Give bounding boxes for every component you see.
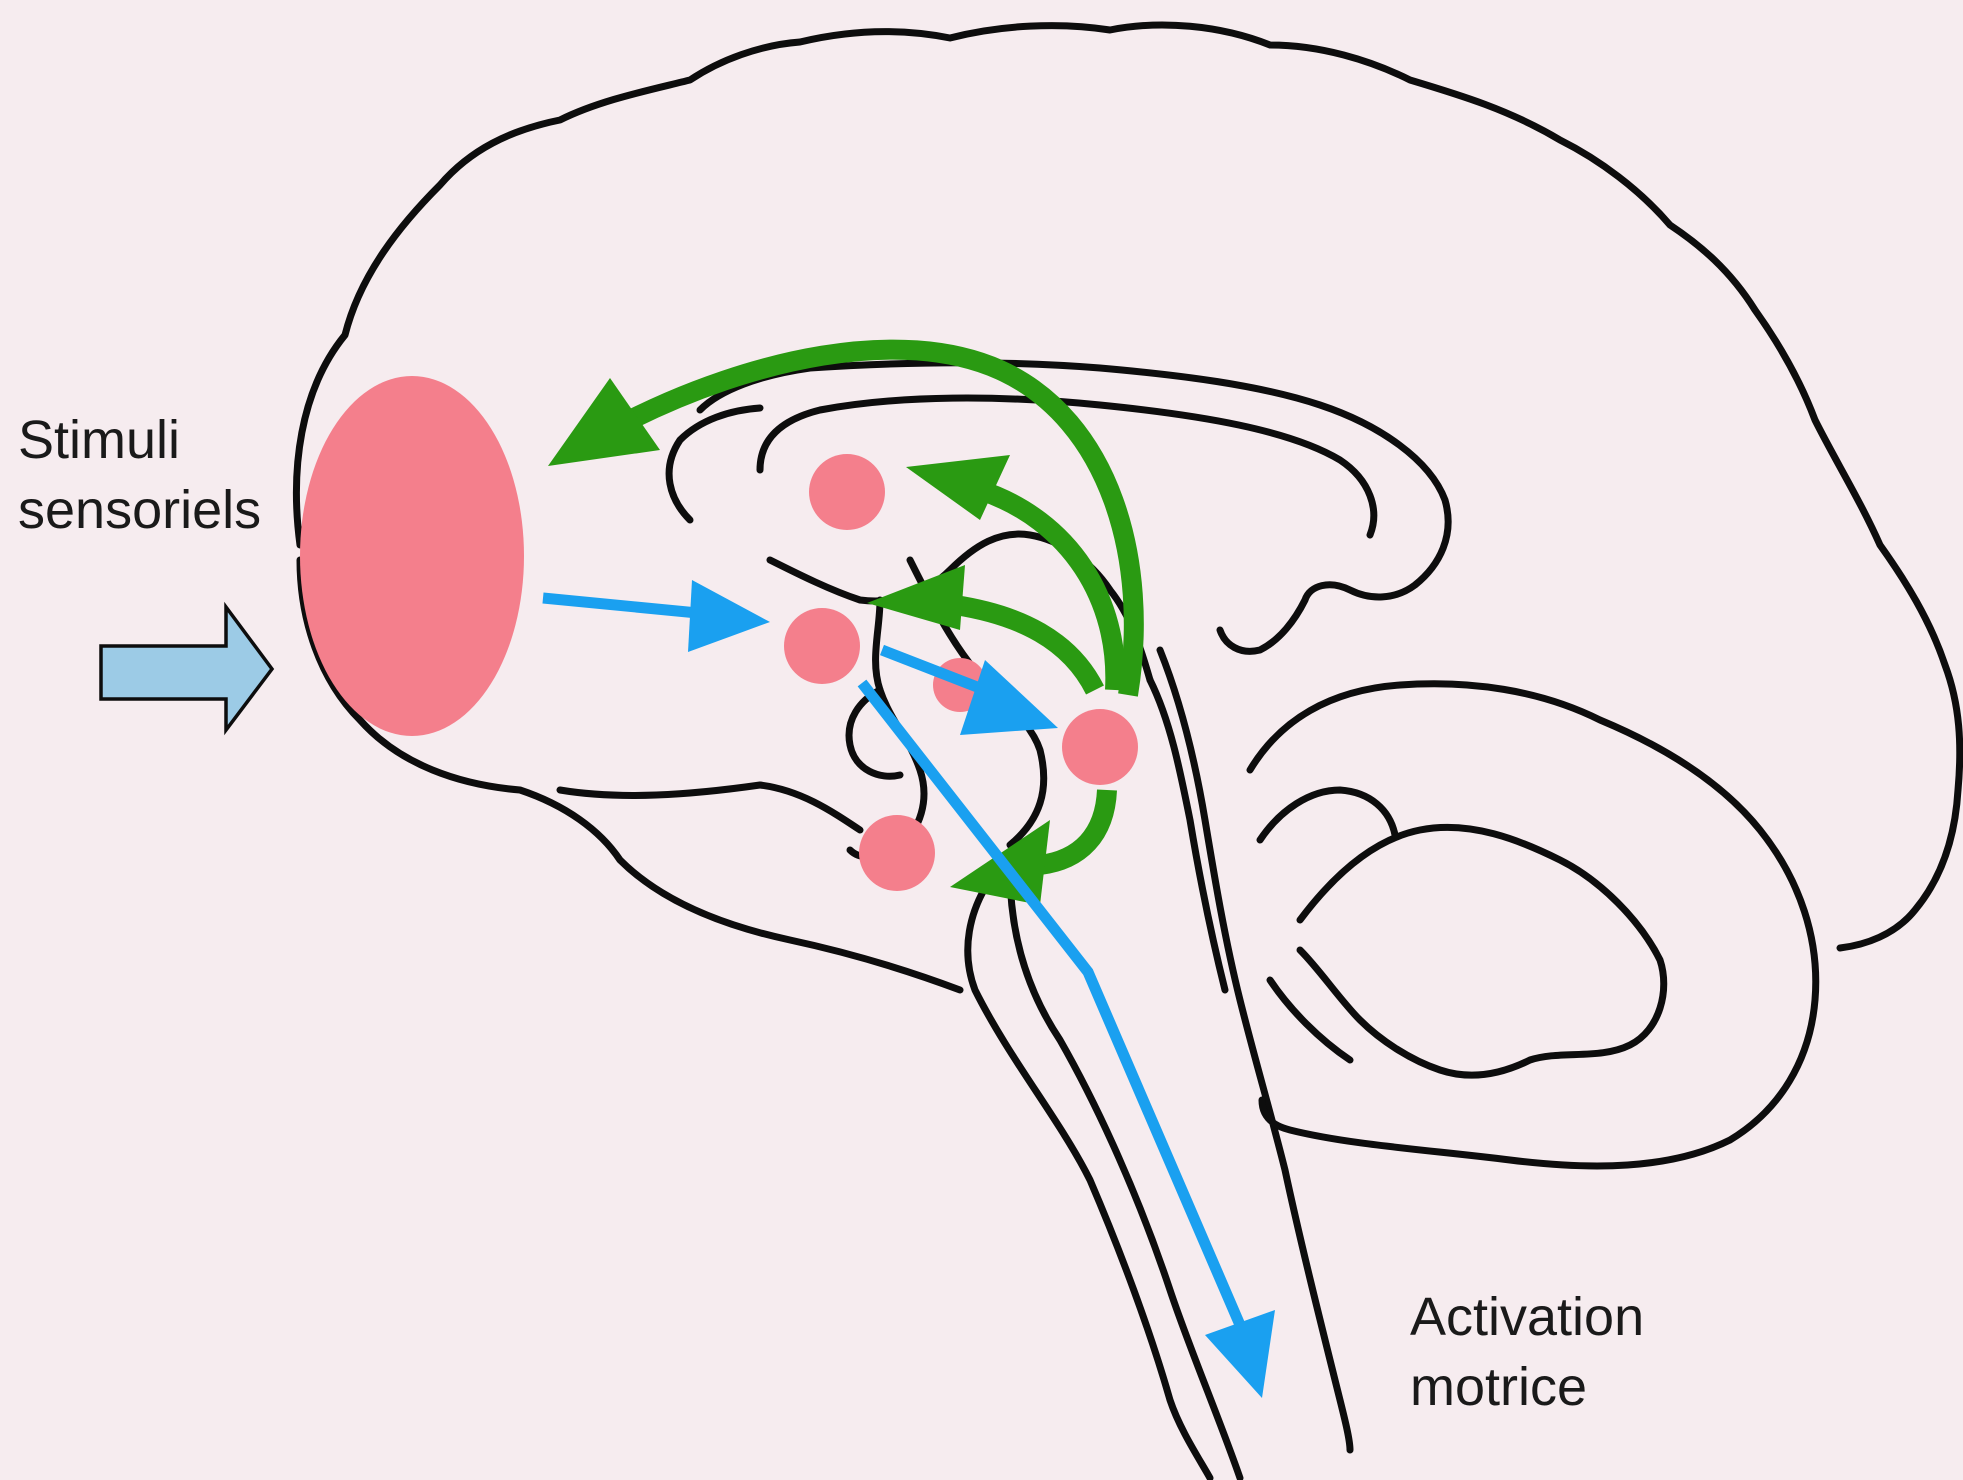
green-arc-to-amygdala: [1040, 790, 1107, 865]
region-node-upper: [809, 454, 885, 530]
input-label: Stimuli sensoriels: [18, 405, 261, 545]
region-node-amygdala: [859, 815, 935, 891]
blue-arrow-cortex-to-thalamus: [543, 598, 708, 614]
temporal-outline: [560, 785, 860, 830]
brainstem-middle: [1010, 870, 1240, 1478]
green-arrowhead-upper: [906, 455, 1010, 520]
right-arrow-icon: [101, 607, 272, 730]
corpus-callosum-inner: [669, 408, 760, 520]
output-label: Activation motrice: [1410, 1282, 1644, 1422]
cerebrum-outline: [296, 25, 1959, 948]
sensory-cortex-region: [300, 376, 524, 736]
cerebellum-folia: [1300, 827, 1664, 1075]
green-arc-to-upper-node: [980, 490, 1115, 690]
blue-arrowhead-thalamus: [688, 580, 770, 652]
cerebellum-outline: [1250, 684, 1816, 1166]
blue-arrowhead-motor: [1205, 1310, 1275, 1398]
cerebellum-inner-1: [1260, 790, 1395, 840]
region-node-hypothalamus: [1062, 709, 1138, 785]
region-node-thalamus: [784, 608, 860, 684]
